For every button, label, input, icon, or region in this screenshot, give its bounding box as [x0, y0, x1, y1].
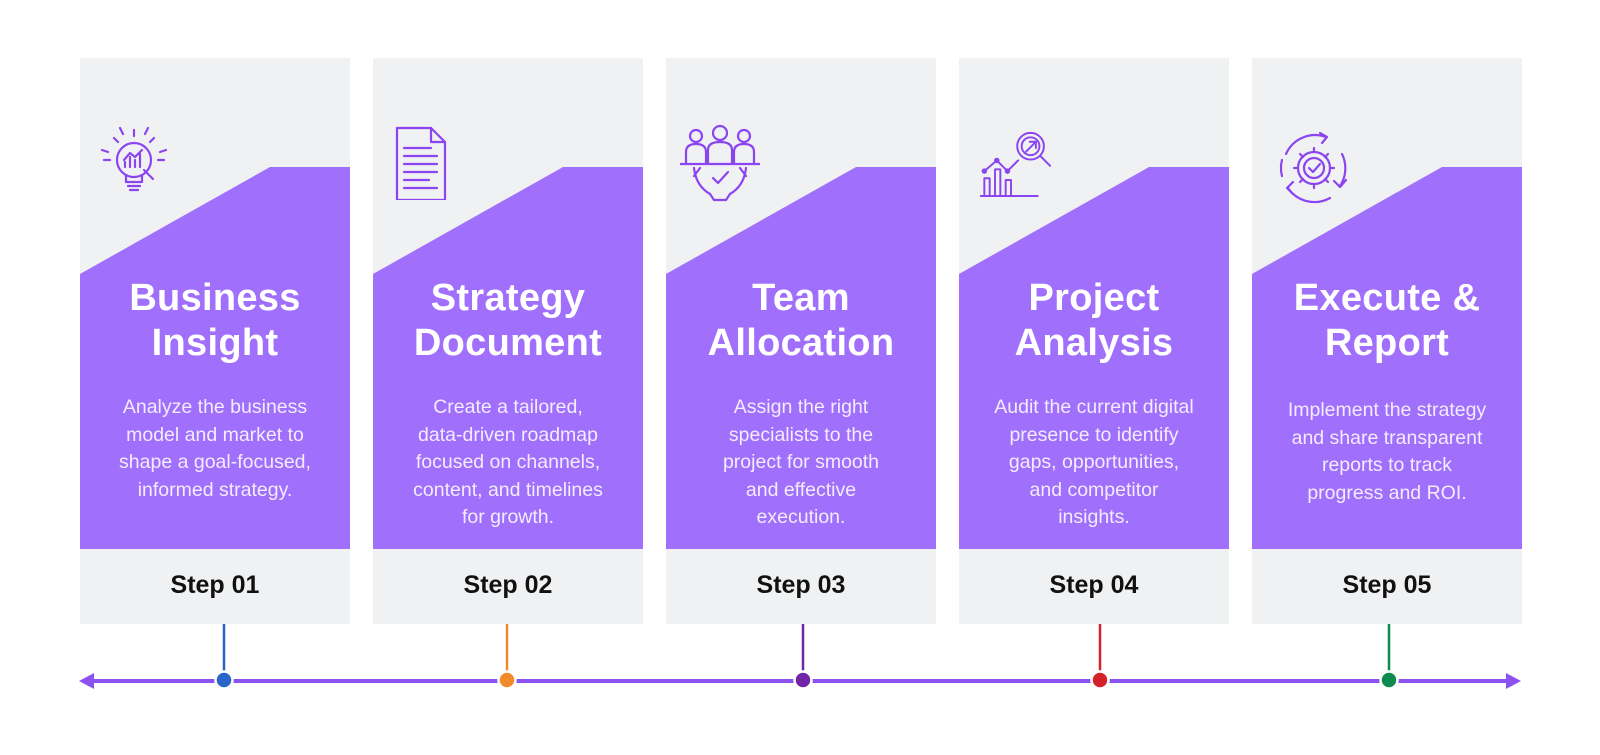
- step-description: Implement the strategy and share transpa…: [1287, 399, 1487, 504]
- step-title: Business Insight: [129, 277, 301, 364]
- step-description: Create a tailored, data-driven roadmap f…: [413, 396, 603, 528]
- step-title: Strategy Document: [413, 277, 603, 364]
- cycle-gear-check-icon: [1274, 128, 1354, 208]
- step-card-5: Execute & Report Implement the strategy …: [1252, 58, 1522, 624]
- timeline-arrow-left: [79, 673, 94, 689]
- document-icon: [385, 120, 465, 202]
- step-title: Execute & Report: [1293, 277, 1481, 364]
- team-gear-icon: [678, 124, 762, 204]
- card-panel: [373, 167, 643, 549]
- step-description: Assign the right specialists to the proj…: [722, 396, 880, 528]
- card-panel: [959, 167, 1229, 549]
- step-description: Analyze the business model and market to…: [119, 396, 311, 501]
- step-marker-5: [1379, 670, 1399, 690]
- step-title: Project Analysis: [1014, 277, 1174, 364]
- step-label: Step 03: [756, 571, 846, 599]
- step-label: Step 04: [1049, 571, 1139, 599]
- step-card-3: Team Allocation Assign the right special…: [666, 58, 936, 624]
- step-card-2: Strategy Document Create a tailored, dat…: [373, 58, 643, 624]
- step-card-1: Business Insight Analyze the business mo…: [80, 58, 350, 624]
- card-panel: [1252, 167, 1522, 549]
- step-label: Step 01: [170, 571, 260, 599]
- step-marker-3: [793, 670, 813, 690]
- step-marker-2: [497, 670, 517, 690]
- step-description: Audit the current digital presence to id…: [994, 396, 1194, 528]
- step-card-4: Project Analysis Audit the current digit…: [959, 58, 1229, 624]
- analysis-magnifier-icon: [979, 124, 1059, 204]
- card-panel: [666, 167, 936, 549]
- step-title: Team Allocation: [707, 277, 895, 364]
- step-label: Step 05: [1342, 571, 1432, 599]
- timeline-arrow-right: [1506, 673, 1521, 689]
- step-marker-4: [1090, 670, 1110, 690]
- card-panel: [80, 167, 350, 549]
- step-label: Step 02: [463, 571, 553, 599]
- lightbulb-chart-icon: [96, 122, 176, 202]
- step-marker-1: [214, 670, 234, 690]
